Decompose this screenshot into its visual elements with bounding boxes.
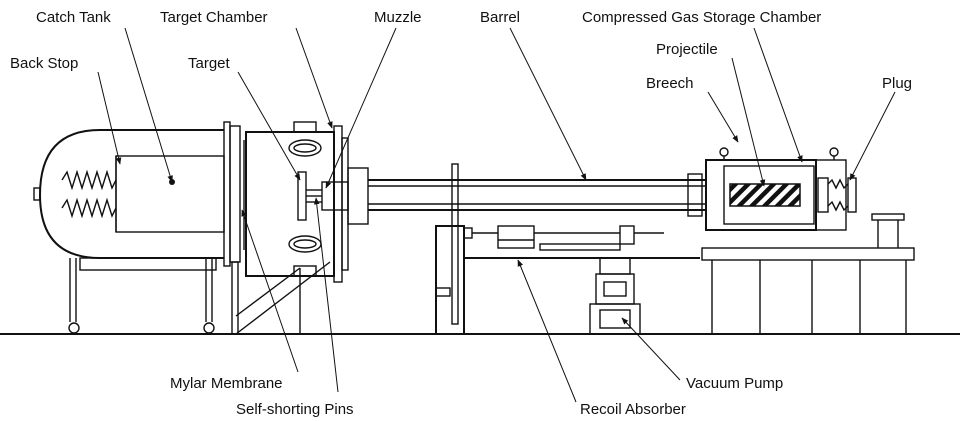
- label-barrel: Barrel: [480, 9, 520, 26]
- self-shorting-pins: [306, 189, 322, 203]
- back-stop: [61, 155, 225, 233]
- label-plug: Plug: [882, 75, 912, 92]
- recoil-absorber: [435, 225, 700, 334]
- vacuum-pump: [589, 257, 641, 335]
- label-catch-tank: Catch Tank: [36, 9, 111, 26]
- label-breech: Breech: [646, 75, 694, 92]
- breech-table: [701, 213, 915, 334]
- label-target: Target: [188, 55, 231, 72]
- barrel: [347, 163, 706, 325]
- label-target-chamber: Target Chamber: [160, 9, 268, 26]
- catch-tank: [33, 121, 245, 335]
- target-chamber: [235, 121, 349, 335]
- plug: [817, 177, 857, 213]
- leader-lines: [97, 27, 896, 403]
- breech-assembly: [705, 147, 857, 231]
- label-compressed-gas-storage-chamber: Compressed Gas Storage Chamber: [582, 9, 821, 26]
- compressed-gas-chamber: [723, 165, 815, 225]
- label-muzzle: Muzzle: [374, 9, 422, 26]
- label-recoil-absorber: Recoil Absorber: [580, 401, 686, 418]
- label-back-stop: Back Stop: [10, 55, 78, 72]
- projectile: [729, 183, 801, 207]
- label-vacuum-pump: Vacuum Pump: [686, 375, 783, 392]
- label-mylar-membrane: Mylar Membrane: [170, 375, 283, 392]
- label-projectile: Projectile: [656, 41, 718, 58]
- label-self-shorting-pins: Self-shorting Pins: [236, 401, 354, 418]
